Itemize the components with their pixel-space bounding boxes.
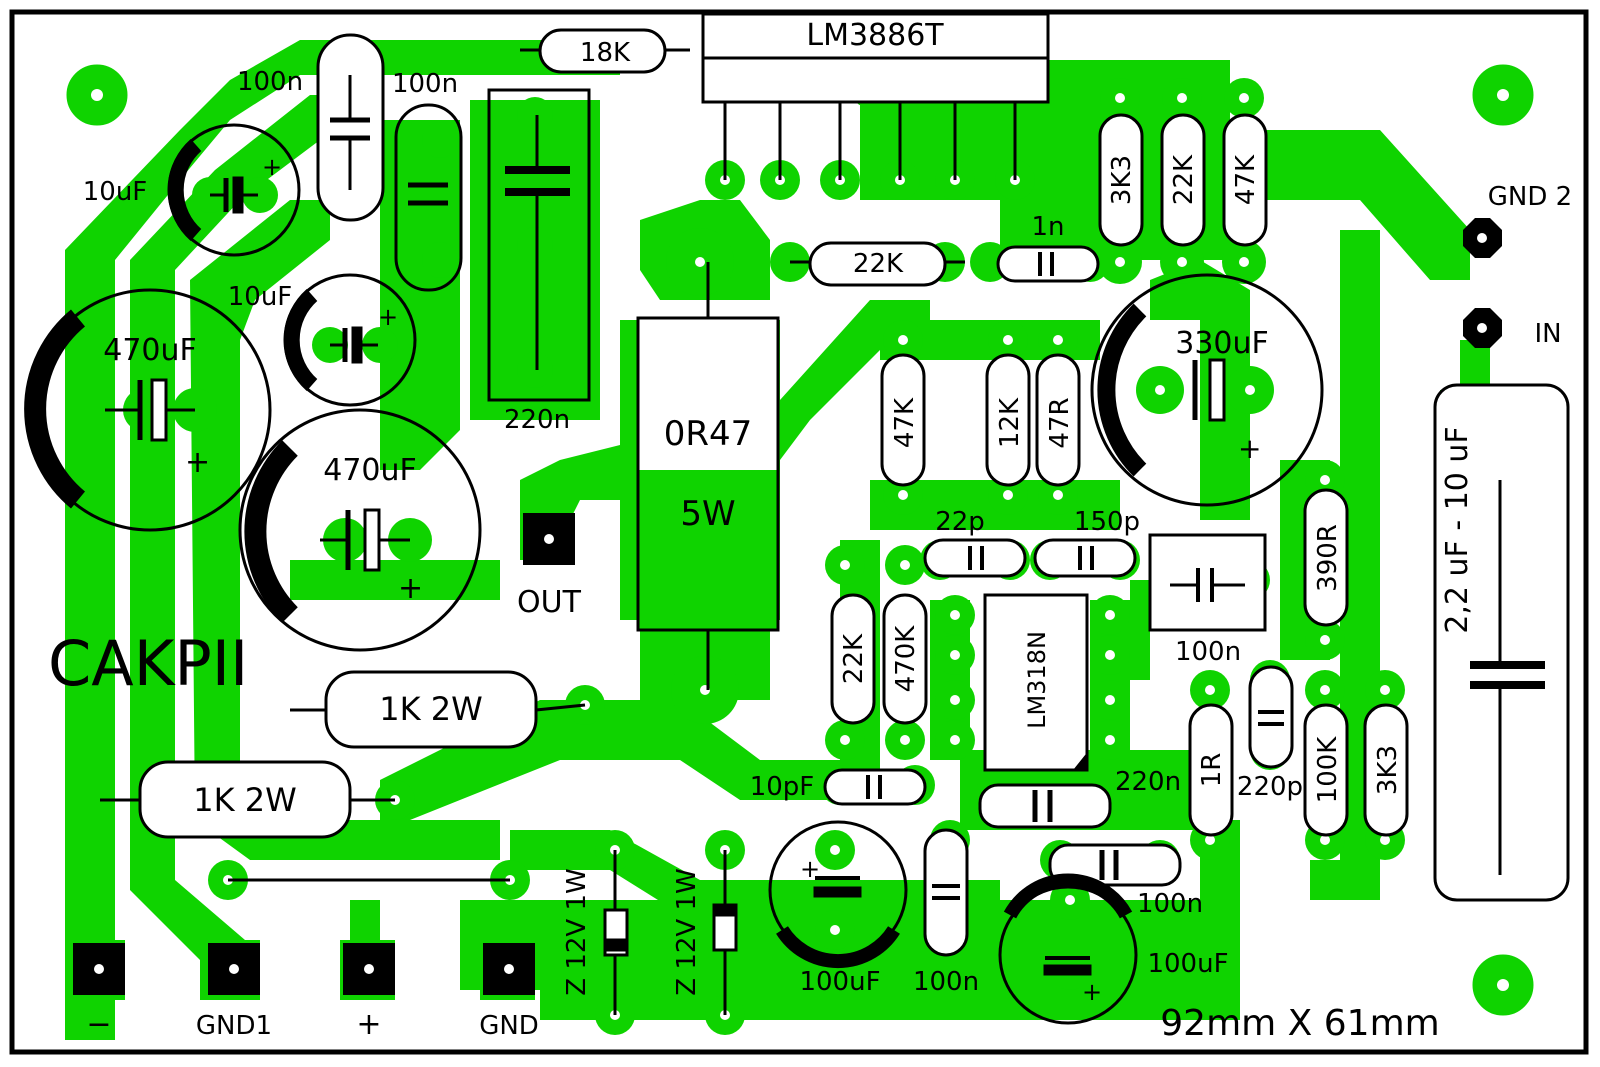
c220n-a-label: 220n (504, 405, 570, 435)
c100n-a-label: 100n (237, 67, 303, 97)
c330uf-label: 330uF (1175, 326, 1269, 361)
c10pf-label: 10pF (750, 772, 815, 802)
r12k-label: 12K (995, 397, 1025, 448)
r18k-label: 18K (580, 38, 631, 68)
c470uf-b-label: 470uF (323, 453, 417, 488)
c470uf-b-plus: + (398, 571, 423, 606)
c100n-d-label: 100n (1137, 889, 1203, 919)
board-size-label: 92mm X 61mm (1160, 1003, 1439, 1044)
c10uf-b-plus: + (378, 303, 398, 331)
c100n-e-label: 100n (913, 967, 979, 997)
c10uf-b-label: 10uF (228, 282, 293, 312)
c22p-label: 22p (935, 507, 985, 537)
out-label: OUT (517, 585, 582, 620)
terminal-plus-label: + (356, 1007, 381, 1042)
c470uf-a-label: 470uF (103, 333, 197, 368)
c100uf-a-plus: + (800, 855, 820, 883)
r1k2w-a-label: 1K 2W (379, 690, 483, 728)
r1k2w-b-label: 1K 2W (193, 781, 297, 819)
c10uf-a-label: 10uF (83, 177, 148, 207)
c330uf-plus: + (1238, 432, 1261, 465)
c220p-label: 220p (1237, 772, 1303, 802)
zener-1-label: Z 12V 1W (562, 868, 592, 995)
c1n-label: 1n (1031, 212, 1064, 242)
terminal-gnd1-label: GND1 (196, 1011, 272, 1041)
c100n-b-label: 100n (392, 69, 458, 99)
lm318-body (983, 593, 1089, 772)
r22k-a-label: 22K (853, 249, 904, 279)
r47r-label: 47R (1045, 397, 1075, 448)
r0r47-watt-label: 5W (680, 494, 735, 534)
r3k3-b-label: 3K3 (1373, 745, 1403, 795)
in-label: IN (1534, 319, 1561, 349)
zener-2-label: Z 12V 1W (672, 868, 702, 995)
lm318-label: LM318N (1023, 631, 1051, 729)
c100uf-b-label: 100uF (1147, 949, 1228, 979)
r0r47-label: 0R47 (664, 414, 753, 454)
r100k-label: 100K (1313, 736, 1343, 804)
r47k-b-label: 47K (890, 397, 920, 448)
silkscreen-layer (24, 12, 1570, 1025)
lm3886-label: LM3886T (806, 18, 944, 53)
c150p-label: 150p (1074, 507, 1140, 537)
pad-layer (73, 83, 1509, 1020)
r470k-label: 470K (891, 625, 921, 693)
c100n-c-label: 100n (1175, 637, 1241, 667)
label-layer: LM3886T 18K 100n 100n 10uF 10uF + + 470u… (48, 18, 1572, 1044)
r3k3-a-label: 3K3 (1107, 155, 1137, 205)
terminal-gnd-label: GND (479, 1011, 539, 1041)
c100uf-b-plus: + (1082, 978, 1102, 1006)
r1r-label: 1R (1197, 753, 1227, 788)
c220n-b-label: 220n (1115, 767, 1181, 797)
r22k-c-label: 22K (839, 633, 869, 684)
c100uf-a-label: 100uF (799, 967, 880, 997)
c10uf-a-plus: + (262, 153, 282, 181)
c-in-label: 2,2 uF - 10 uF (1440, 426, 1475, 633)
board-name-label: CAKPII (48, 627, 248, 700)
gnd2-label: GND 2 (1488, 182, 1572, 212)
c470uf-a-plus: + (185, 445, 210, 480)
r22k-b-label: 22K (1169, 154, 1199, 205)
r47k-a-label: 47K (1231, 154, 1261, 205)
r390r-label: 390R (1313, 524, 1343, 592)
terminal-minus-label: − (86, 1007, 111, 1042)
